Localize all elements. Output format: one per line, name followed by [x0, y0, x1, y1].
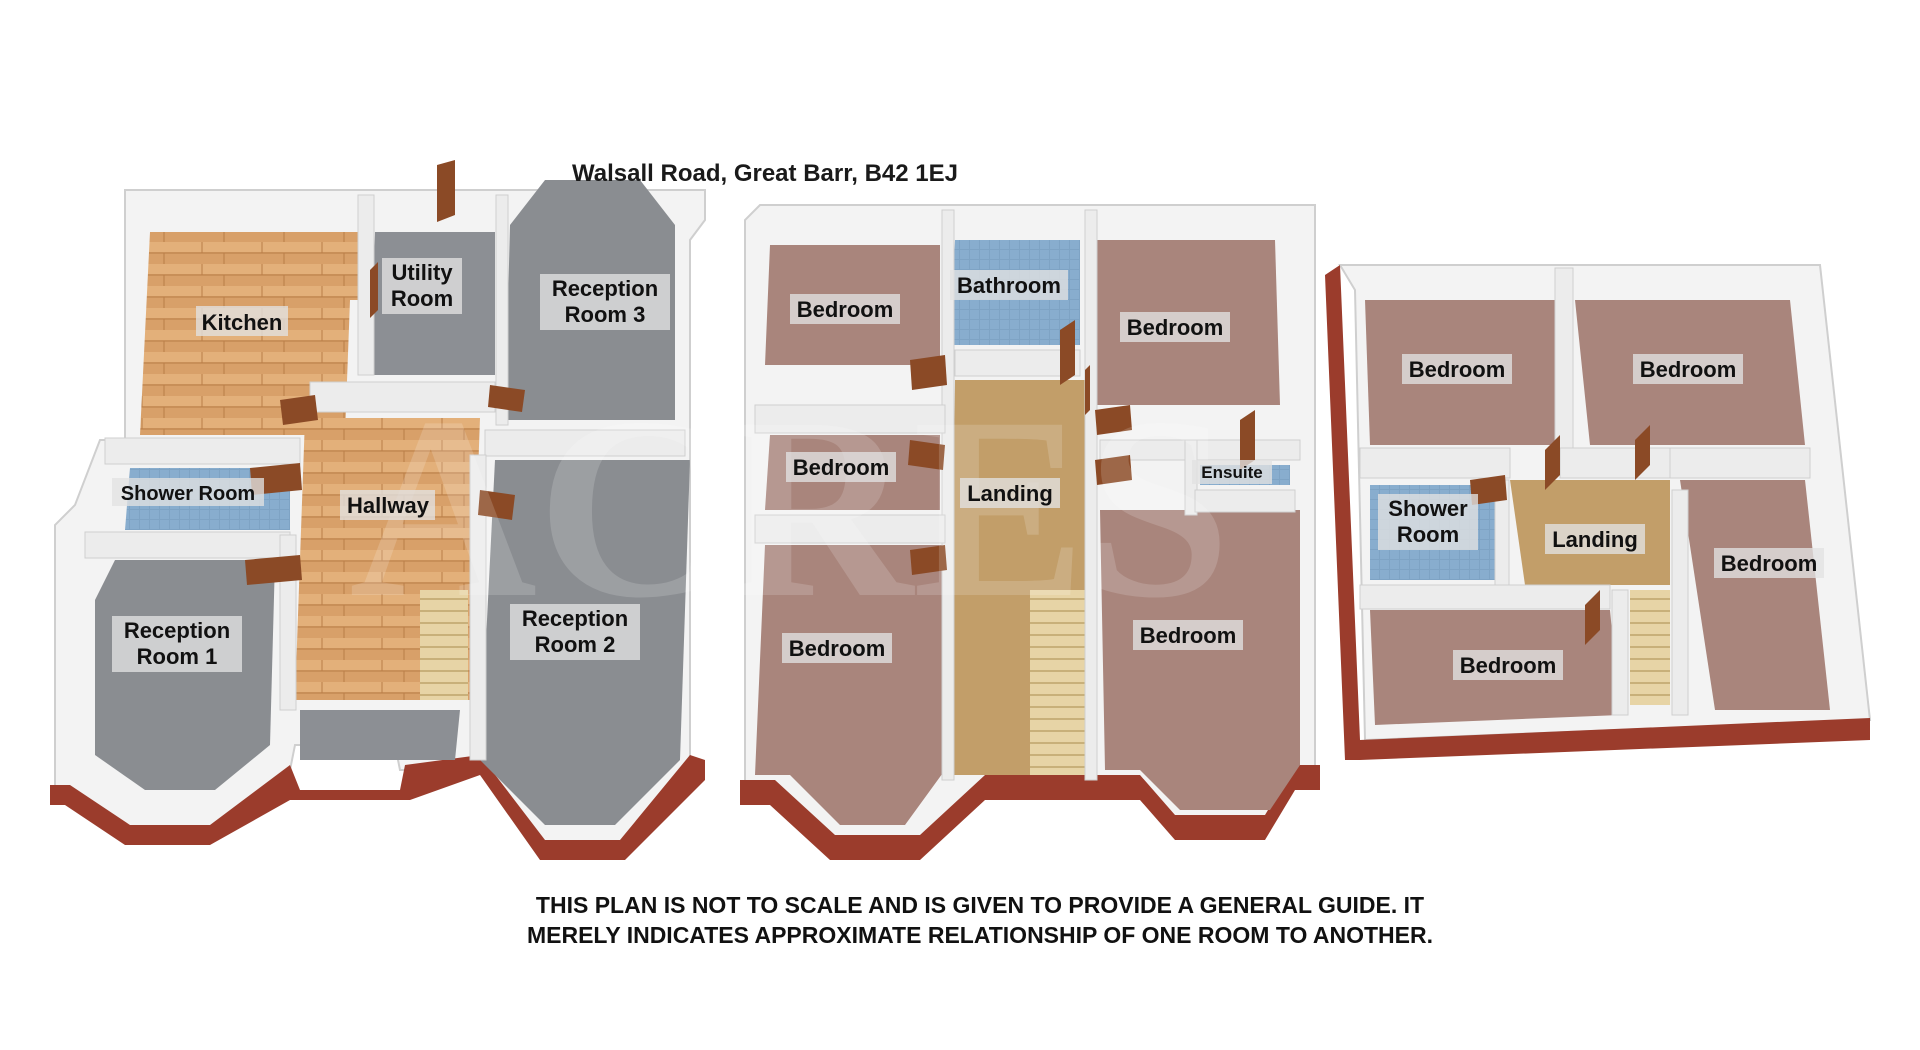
room-label-first-bedroom-5: Bedroom: [1133, 620, 1243, 650]
room-label-ensuite: Ensuite: [1192, 460, 1272, 484]
svg-text:Bedroom: Bedroom: [793, 455, 890, 480]
room-label-hallway: Hallway: [340, 490, 435, 520]
room-label-shower-room: Shower Room: [112, 478, 264, 506]
second-doors: [1470, 425, 1650, 645]
ground-floor-brick-base: [50, 755, 705, 860]
reception-room-1-floor: [95, 560, 275, 790]
room-label-bathroom: Bathroom: [950, 270, 1068, 300]
room-label-first-bedroom-2: Bedroom: [1120, 312, 1230, 342]
svg-text:Bedroom: Bedroom: [1721, 551, 1818, 576]
hall-stairs: [420, 590, 468, 700]
svg-text:Shower Room: Shower Room: [121, 483, 255, 505]
room-label-first-bedroom-3: Bedroom: [786, 452, 896, 482]
room-label-first-bedroom-1: Bedroom: [790, 294, 900, 324]
svg-text:Bedroom: Bedroom: [1409, 357, 1506, 382]
room-label-second-bedroom-1: Bedroom: [1402, 354, 1512, 384]
svg-text:Bedroom: Bedroom: [1640, 357, 1737, 382]
svg-text:Bedroom: Bedroom: [1140, 623, 1237, 648]
svg-text:Kitchen: Kitchen: [202, 310, 283, 335]
svg-text:Landing: Landing: [967, 481, 1053, 506]
second-landing-stairs: [1630, 590, 1670, 705]
entrance-porch-floor: [300, 710, 460, 760]
ground-doors: [245, 160, 525, 585]
room-label-second-landing: Landing: [1545, 524, 1645, 554]
svg-text:Bedroom: Bedroom: [1460, 653, 1557, 678]
room-label-second-bedroom-4: Bedroom: [1453, 650, 1563, 680]
watermark: ACRES: [349, 364, 1230, 652]
room-label-second-bedroom-2: Bedroom: [1633, 354, 1743, 384]
disclaimer-text: THIS PLAN IS NOT TO SCALE AND IS GIVEN T…: [526, 892, 1434, 948]
svg-text:Bedroom: Bedroom: [1127, 315, 1224, 340]
first-doors: [908, 320, 1255, 575]
svg-text:Bathroom: Bathroom: [957, 273, 1061, 298]
first-bedroom-bottom-right-floor: [1100, 510, 1300, 810]
svg-text:Bedroom: Bedroom: [789, 636, 886, 661]
room-label-second-bedroom-3: Bedroom: [1714, 548, 1824, 578]
property-address-title: Walsall Road, Great Barr, B42 1EJ: [572, 160, 958, 187]
svg-text:Bedroom: Bedroom: [797, 297, 894, 322]
svg-text:Ensuite: Ensuite: [1201, 463, 1262, 482]
room-label-kitchen: Kitchen: [196, 306, 288, 336]
room-label-first-landing: Landing: [960, 478, 1060, 508]
svg-text:Landing: Landing: [1552, 527, 1638, 552]
room-label-first-bedroom-4: Bedroom: [782, 633, 892, 663]
second-internal-walls: [1359, 267, 1811, 716]
second-bedroom-right-floor: [1680, 480, 1830, 710]
first-bedroom-bottom-left-floor: [755, 545, 945, 825]
svg-text:Hallway: Hallway: [347, 493, 430, 518]
first-floor-brick-base: [740, 765, 1320, 860]
first-floor: [740, 204, 1320, 860]
first-landing-stairs: [1030, 590, 1085, 775]
